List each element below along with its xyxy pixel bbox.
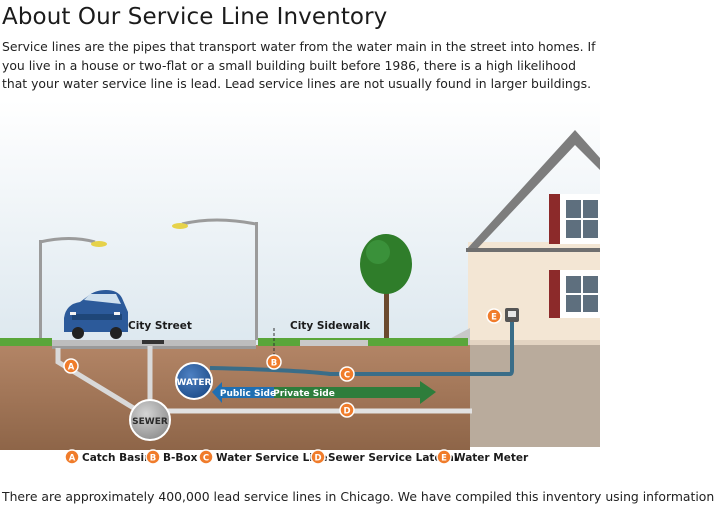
street-lamp-left <box>39 237 107 340</box>
catch-basin-pipe <box>55 348 152 421</box>
intro-paragraph: Service lines are the pipes that transpo… <box>2 39 596 91</box>
legend-item-b-box: B B-Box <box>145 449 198 465</box>
marker-d: D <box>339 402 355 418</box>
water-main: WATER <box>175 362 213 400</box>
svg-text:Sewer Service Lateral: Sewer Service Lateral <box>328 452 457 464</box>
grass-left <box>0 338 52 346</box>
marker-c: C <box>339 366 355 382</box>
basement <box>470 345 600 447</box>
car <box>64 290 128 339</box>
svg-text:C: C <box>203 454 209 464</box>
marker-b: B <box>266 354 282 370</box>
city-sidewalk-label: City Sidewalk <box>290 320 371 332</box>
legend: A Catch Basin B B-Box C Water Service Li… <box>64 449 529 465</box>
public-side-label: Public Side <box>220 389 276 399</box>
page-title: About Our Service Line Inventory <box>2 4 388 30</box>
water-label: WATER <box>176 378 211 388</box>
sewer-label: SEWER <box>132 417 168 427</box>
outro-paragraph: There are approximately 400,000 lead ser… <box>2 489 714 504</box>
city-street-label: City Street <box>128 320 192 332</box>
catch-basin-grate <box>142 340 164 344</box>
service-line-diagram: WATER SEWER Public Side Private Side Cit… <box>0 100 600 465</box>
legend-item-sewer-service-lateral: D Sewer Service Lateral <box>310 449 457 465</box>
sewer-main: SEWER <box>129 399 171 441</box>
svg-text:Water Meter: Water Meter <box>454 452 529 464</box>
legend-item-catch-basin: A Catch Basin <box>64 449 152 465</box>
svg-text:Water Service Line: Water Service Line <box>216 452 327 464</box>
street-lamp-right <box>172 218 258 340</box>
legend-item-water-meter: E Water Meter <box>436 449 529 465</box>
private-side-label: Private Side <box>273 389 335 399</box>
water-service-pipe <box>209 318 514 376</box>
private-side-arrow <box>274 381 436 404</box>
marker-e: E <box>486 308 502 324</box>
marker-a: A <box>63 358 79 374</box>
svg-text:C: C <box>344 371 350 381</box>
svg-text:Catch Basin: Catch Basin <box>82 452 152 464</box>
svg-text:D: D <box>314 454 321 464</box>
svg-text:D: D <box>343 407 350 417</box>
svg-text:E: E <box>491 313 497 323</box>
tree <box>360 234 412 338</box>
svg-text:B: B <box>271 359 277 369</box>
svg-text:A: A <box>68 363 75 373</box>
svg-text:E: E <box>441 454 447 464</box>
sidewalk-surface <box>300 340 368 346</box>
svg-text:A: A <box>69 454 76 464</box>
public-side-arrow <box>212 382 274 403</box>
svg-text:B: B <box>150 454 156 464</box>
legend-item-water-service-line: C Water Service Line <box>198 449 327 465</box>
svg-text:B-Box: B-Box <box>163 452 198 464</box>
